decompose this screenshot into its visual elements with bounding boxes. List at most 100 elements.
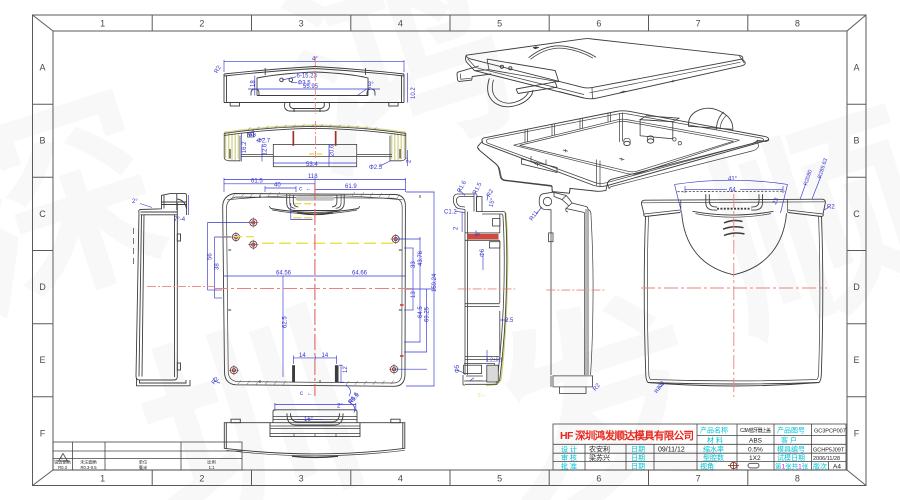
svg-text:118: 118 — [308, 174, 318, 180]
svg-text:2006/11/28: 2006/11/28 — [813, 456, 840, 462]
svg-text:F: F — [40, 428, 46, 438]
svg-text:38: 38 — [214, 263, 220, 270]
svg-text:5: 5 — [497, 19, 502, 29]
svg-text:09/11/12: 09/11/12 — [658, 447, 685, 454]
svg-text:单位: 单位 — [139, 459, 147, 466]
svg-text:日期: 日期 — [631, 446, 645, 454]
svg-text:R0.3: R0.3 — [58, 465, 68, 470]
svg-text:4: 4 — [398, 474, 403, 484]
svg-text:2°: 2° — [132, 199, 138, 205]
svg-text:61.5: 61.5 — [251, 178, 263, 184]
svg-text:159.24: 159.24 — [432, 273, 438, 292]
svg-text:B: B — [853, 136, 859, 146]
svg-text:农安利: 农安利 — [589, 445, 610, 454]
svg-text:7: 7 — [696, 474, 701, 484]
svg-text:18: 18 — [251, 80, 257, 87]
svg-text:7: 7 — [696, 19, 701, 29]
svg-text:毫米: 毫米 — [139, 464, 148, 471]
svg-text:A: A — [853, 63, 859, 73]
svg-text:c: c — [300, 391, 303, 397]
svg-text:2: 2 — [199, 474, 204, 484]
svg-text:E: E — [39, 355, 45, 365]
svg-text:材 料: 材 料 — [707, 436, 723, 445]
svg-text:R0.3-0.5: R0.3-0.5 — [80, 465, 97, 470]
svg-text:C.3W蓝牙器上盖: C.3W蓝牙器上盖 — [740, 427, 771, 434]
svg-text:D: D — [853, 282, 860, 292]
svg-text:64.5: 64.5 — [418, 306, 424, 318]
svg-text:R2080: R2080 — [803, 169, 814, 186]
svg-text:10.2: 10.2 — [411, 87, 417, 99]
svg-text:A: A — [39, 63, 45, 73]
svg-text:40: 40 — [274, 183, 281, 189]
svg-text:6: 6 — [596, 474, 601, 484]
svg-text:6: 6 — [596, 19, 601, 29]
svg-text:缩水率: 缩水率 — [703, 445, 724, 454]
svg-text:比例: 比例 — [207, 459, 215, 466]
svg-text:53.4: 53.4 — [306, 162, 318, 168]
svg-text:B: B — [39, 136, 45, 146]
svg-text:16°: 16° — [304, 417, 314, 423]
svg-text:C1.2: C1.2 — [444, 210, 457, 216]
svg-text:型腔数: 型腔数 — [703, 453, 724, 462]
svg-text:GC3PCP007: GC3PCP007 — [814, 429, 846, 435]
svg-text:1.2±0.1: 1.2±0.1 — [486, 358, 503, 364]
svg-text:产品名称: 产品名称 — [700, 426, 728, 435]
svg-text:E: E — [853, 355, 859, 365]
svg-text:←: ← — [307, 391, 313, 397]
svg-text:日期: 日期 — [631, 462, 645, 470]
svg-text:1: 1 — [100, 474, 105, 484]
svg-text:设 计: 设 计 — [561, 445, 577, 454]
svg-text:7°-4: 7°-4 — [174, 217, 186, 223]
svg-text:!: ! — [61, 456, 62, 461]
svg-text:13: 13 — [411, 291, 417, 298]
svg-text:1X2: 1X2 — [749, 455, 761, 462]
svg-text:4: 4 — [398, 19, 403, 29]
svg-text:第1张共1张: 第1张共1张 — [775, 461, 809, 470]
svg-text:R2: R2 — [592, 382, 602, 392]
svg-text:R2: R2 — [247, 130, 257, 139]
svg-text:D: D — [39, 282, 46, 292]
svg-text:1:1: 1:1 — [209, 465, 215, 470]
svg-text:C: C — [853, 209, 860, 219]
svg-text:R11: R11 — [529, 210, 540, 223]
svg-text:41°: 41° — [728, 177, 738, 183]
svg-text:c: c — [299, 187, 302, 193]
svg-text:64.56: 64.56 — [276, 271, 292, 277]
svg-text:2.5: 2.5 — [505, 318, 514, 324]
svg-text:12: 12 — [343, 366, 349, 373]
svg-text:日期: 日期 — [631, 454, 645, 462]
svg-text:Φ2.7: Φ2.7 — [257, 139, 271, 145]
svg-text:8: 8 — [795, 19, 800, 29]
svg-text:GCHP5J09T: GCHP5J09T — [813, 448, 845, 454]
svg-text:16.2: 16.2 — [242, 141, 248, 153]
svg-text:R2: R2 — [486, 188, 495, 198]
svg-text:客 户: 客 户 — [781, 436, 797, 445]
svg-text:64: 64 — [729, 188, 736, 194]
svg-text:2: 2 — [454, 226, 460, 230]
svg-text:ABS: ABS — [749, 438, 763, 445]
svg-text:2°: 2° — [337, 404, 343, 410]
svg-text:2: 2 — [199, 19, 204, 29]
svg-text:版次: 版次 — [813, 461, 827, 470]
svg-text:64.66: 64.66 — [352, 271, 368, 277]
svg-text:c←: c← — [478, 393, 487, 399]
svg-text:Φ6: Φ6 — [480, 248, 486, 257]
svg-text:62.5: 62.5 — [283, 316, 289, 328]
svg-text:3: 3 — [299, 474, 304, 484]
svg-text:14: 14 — [322, 353, 329, 359]
svg-text:审 核: 审 核 — [561, 453, 577, 462]
svg-text:R1.5: R1.5 — [472, 181, 484, 196]
svg-text:R1.6: R1.6 — [457, 179, 469, 194]
svg-text:8: 8 — [795, 474, 800, 484]
svg-text:批 准: 批 准 — [561, 461, 577, 470]
svg-text:2°: 2° — [407, 157, 413, 163]
svg-text:锐边倒角: 锐边倒角 — [54, 459, 71, 466]
svg-text:Φ5: Φ5 — [455, 364, 461, 373]
svg-text:20.6: 20.6 — [330, 144, 336, 156]
svg-text:5: 5 — [497, 474, 502, 484]
svg-text:69.25: 69.25 — [424, 306, 430, 322]
svg-text:14: 14 — [299, 353, 306, 359]
svg-text:56: 56 — [207, 253, 213, 260]
svg-text:15°: 15° — [489, 197, 497, 208]
svg-text:视角: 视角 — [700, 461, 714, 470]
